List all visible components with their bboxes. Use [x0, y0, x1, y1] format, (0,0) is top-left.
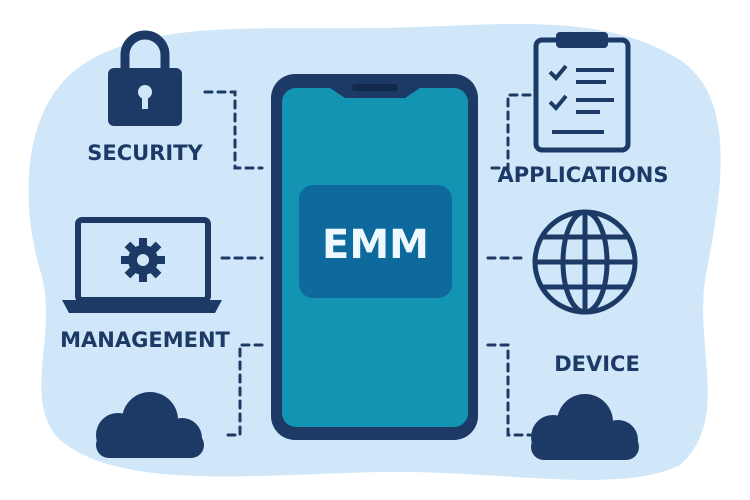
- emm-label: EMM: [322, 222, 429, 268]
- connectors: [203, 90, 532, 437]
- management-label: MANAGEMENT: [60, 328, 230, 352]
- globe-icon: [532, 209, 638, 315]
- phone: EMM: [271, 74, 478, 440]
- emm-badge: [299, 185, 452, 298]
- device-label: DEVICE: [554, 352, 640, 376]
- security-label: SECURITY: [87, 141, 203, 165]
- clipboard-checklist-icon: [533, 32, 631, 153]
- cloud-icon-left: [96, 392, 204, 458]
- cloud-icon-right: [531, 394, 639, 460]
- laptop-gear-icon: [62, 217, 222, 313]
- padlock-icon: [108, 30, 182, 126]
- applications-label: APPLICATIONS: [498, 163, 669, 187]
